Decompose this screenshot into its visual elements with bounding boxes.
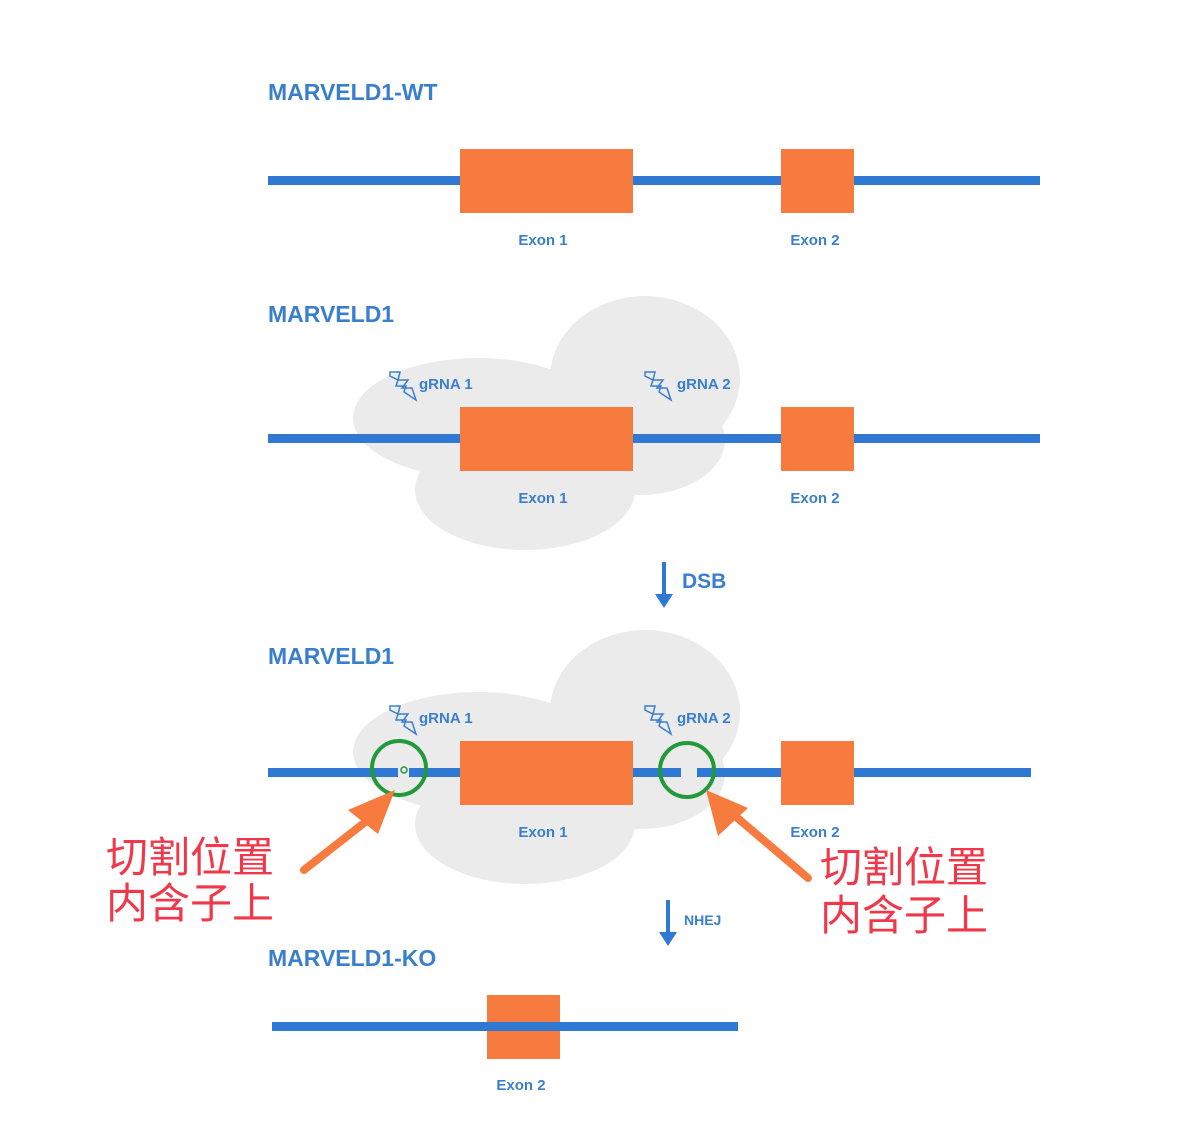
step-nhej: NHEJ [659,900,721,946]
step-nhej-label: NHEJ [684,912,721,928]
cut-site-circle-right [658,741,716,799]
lightning-icon [644,705,673,736]
annotation-right-line2: 内含子上 [820,891,988,940]
annotation-right-line1: 切割位置 [820,843,988,892]
lightning-icon [644,371,673,402]
grna-1-label: gRNA 1 [419,710,473,727]
exon-1-box [460,407,633,471]
cut-site-dot [400,766,408,774]
step-dsb: DSB [655,562,726,608]
cut-site-circle-left [370,739,428,797]
annotation-left: 切割位置 内含子上 [106,833,274,928]
lightning-icon [389,371,418,402]
exon-2-box [781,407,854,471]
exon-1-label: Exon 1 [518,490,567,507]
dna-strand [272,1022,738,1031]
annotation-left-line2: 内含子上 [106,879,274,928]
dna-strand [268,176,1040,185]
dna-strand [268,434,1040,443]
exon-2-box [781,741,854,805]
exon-2-label: Exon 2 [790,824,839,841]
panel-dsb: MARVELD1 Exon 1 Exon 2 gRNA 1 gRNA 2 [268,630,1031,884]
panel-grna: MARVELD1 Exon 1 Exon 2 gRNA 1 gRNA 2 [268,296,1040,550]
grna-1-label: gRNA 1 [419,376,473,393]
annotation-arrow-left [300,790,395,874]
panel-ko-title: MARVELD1-KO [268,945,436,971]
exon-2-label: Exon 2 [790,490,839,507]
dna-strand-segment [697,768,1031,777]
panel-dsb-title: MARVELD1 [268,643,394,669]
grna-2-label: gRNA 2 [677,376,731,393]
panel-wt: MARVELD1-WT Exon 1 Exon 2 [268,79,1040,249]
grna-2-label: gRNA 2 [677,710,731,727]
arrowhead-icon [655,594,673,608]
arrowhead-icon [659,932,677,946]
exon-2-label: Exon 2 [496,1077,545,1094]
annotation-left-line1: 切割位置 [106,833,274,882]
exon-1-box [460,741,633,805]
annotation-right: 切割位置 内含子上 [820,843,988,940]
panel-wt-title: MARVELD1-WT [268,79,438,105]
exon-1-label: Exon 1 [518,232,567,249]
exon-2-label: Exon 2 [790,232,839,249]
dna-strand-segment [268,768,398,777]
exon-1-label: Exon 1 [518,824,567,841]
panel-ko: MARVELD1-KO Exon 2 [268,945,738,1094]
lightning-icon [389,705,418,736]
annotation-arrow-right [706,790,812,882]
exon-2-box [781,149,854,213]
step-dsb-label: DSB [682,570,726,593]
exon-1-box [460,149,633,213]
panel-grna-title: MARVELD1 [268,301,394,327]
